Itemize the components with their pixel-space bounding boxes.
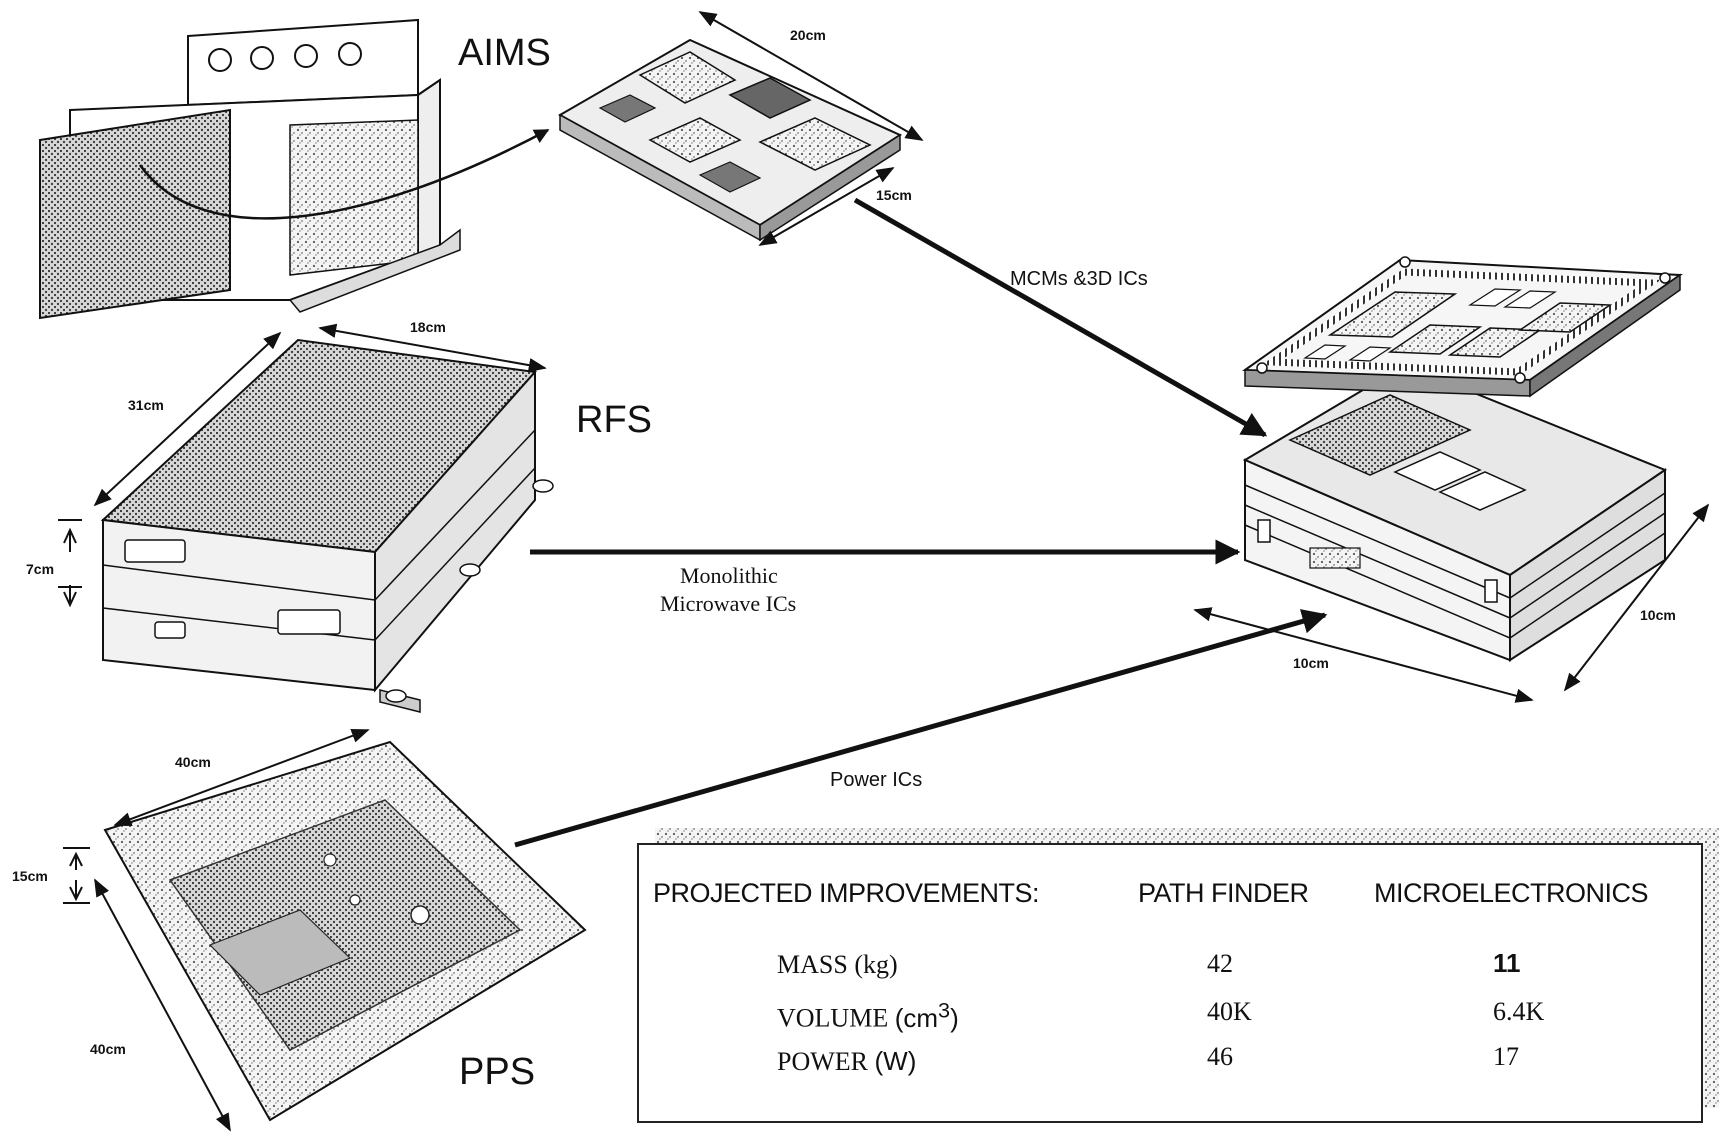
- table-top-frame: [655, 828, 1718, 844]
- mcm-width-label: 20cm: [790, 27, 826, 43]
- aims-label: AIMS: [458, 32, 551, 74]
- column-header-pathfinder: PATH FINDER: [1138, 878, 1309, 909]
- table-right-frame: [1703, 828, 1719, 1108]
- rfs-height-dimension: [58, 520, 82, 605]
- pps-label: PPS: [459, 1051, 535, 1093]
- rfs-label: RFS: [576, 399, 652, 441]
- microelectronics-value: 17: [1493, 1042, 1519, 1072]
- rfs-width-label: 18cm: [410, 319, 446, 335]
- mcm-depth-label: 15cm: [876, 187, 912, 203]
- row-unit: (W): [875, 1046, 917, 1076]
- mmic-arrow-label-line1: Monolithic: [680, 563, 778, 588]
- power-arrow-label: Power ICs: [830, 769, 922, 791]
- stacked-module-illustration: [1195, 257, 1708, 700]
- microelectronics-value: 11: [1493, 948, 1521, 979]
- rfs-box-illustration: [58, 328, 553, 712]
- pps-height-label: 15cm: [12, 868, 48, 884]
- pps-depth-label: 40cm: [90, 1041, 126, 1057]
- power-arrow: [515, 615, 1325, 845]
- mcm-arrow-label: MCMs &3D ICs: [1010, 268, 1148, 290]
- row-unit: (cm3): [895, 1003, 959, 1033]
- rfs-height-label: 7cm: [26, 561, 54, 577]
- stack-depth-label: 10cm: [1640, 607, 1676, 623]
- pathfinder-value: 40K: [1207, 997, 1252, 1027]
- table-heading: PROJECTED IMPROVEMENTS:: [653, 878, 1039, 909]
- pathfinder-value: 46: [1207, 1042, 1233, 1072]
- rfs-depth-label: 31cm: [128, 397, 164, 413]
- pathfinder-value: 42: [1207, 949, 1233, 979]
- mmic-arrow-label-line2: Microwave ICs: [660, 591, 796, 616]
- row-label: VOLUME: [777, 1004, 888, 1033]
- column-header-microelectronics: MICROELECTRONICS: [1374, 878, 1648, 909]
- row-unit: (kg): [854, 950, 897, 979]
- pps-width-label: 40cm: [175, 754, 211, 770]
- row-label: MASS: [777, 950, 848, 979]
- microelectronics-value: 6.4K: [1493, 997, 1544, 1027]
- row-label: POWER: [777, 1047, 868, 1076]
- mcm-arrow: [855, 200, 1265, 435]
- stack-width-label: 10cm: [1293, 655, 1329, 671]
- pps-height-dimension: [63, 848, 90, 903]
